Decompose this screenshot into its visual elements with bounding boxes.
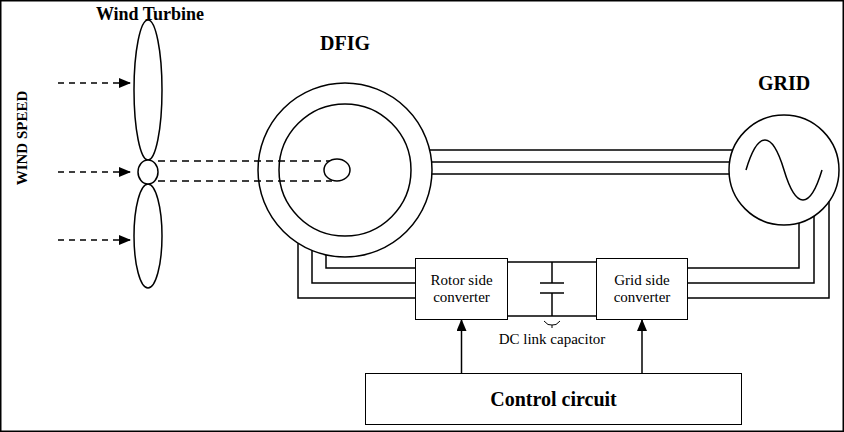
node-text: Control circuit [486,388,620,411]
power-wire [508,262,596,316]
generator-circle-outline [257,82,433,258]
capacitor-lead [551,262,553,283]
capacitor-lead [551,293,553,316]
power-wire [688,202,829,298]
shaft-line [158,180,332,182]
capacitor-plate [540,282,564,284]
node-text: Rotor side converter [416,272,507,307]
generator-circle: DFIG [257,82,433,258]
stator-ring [729,115,839,225]
component-label: Wind Turbine [96,4,204,25]
wind-arrows [58,83,130,240]
node-text: Grid side converter [597,272,687,307]
shaft [158,161,332,181]
control-arrow [641,320,643,373]
turbine-blade [134,20,162,160]
capacitor-symbol [540,262,564,328]
shaft-line [158,160,332,162]
component-label: DC link capacitor [499,331,606,348]
control-arrow [461,320,463,373]
power-wire [430,150,733,174]
turbine-blade [134,184,162,288]
node-heading: DFIG [320,32,370,55]
converter-box: Grid side converter [596,258,688,320]
wind-arrow [58,82,130,84]
brace [544,321,560,328]
wind-arrow [58,171,130,173]
node-heading: GRID [758,72,810,95]
converter-box: Rotor side converter [415,258,508,320]
control-box: Control circuit [365,373,742,425]
rotor-shaft [324,159,350,181]
stator-ring [258,83,432,257]
turbine [134,20,162,288]
sine-symbol [746,140,822,200]
grid-source: GRID [728,114,840,226]
axis-label: WIND SPEED [14,91,31,186]
wind-arrow [58,239,130,241]
grid-source-outline [728,114,840,226]
rotor-ring [279,104,411,236]
turbine-hub [138,160,158,184]
